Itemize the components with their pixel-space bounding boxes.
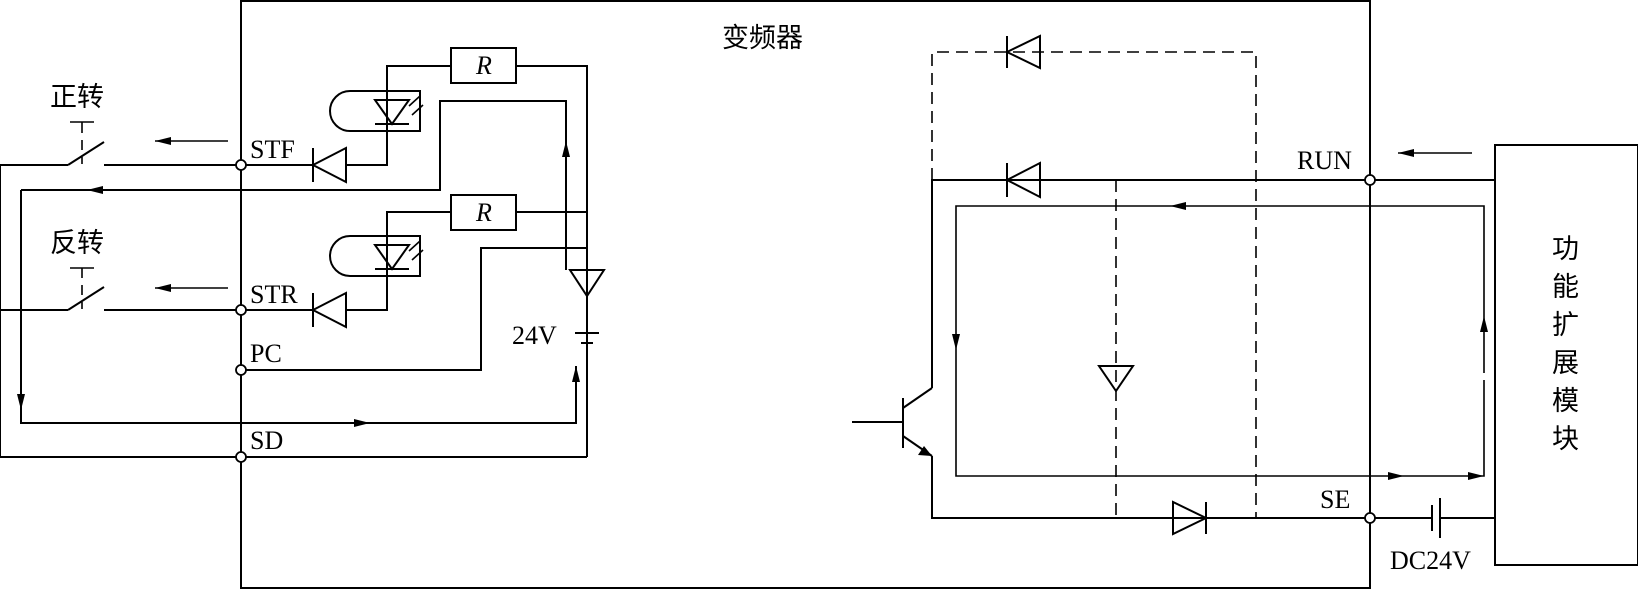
terminal-str-label: STR [250,280,298,309]
internal-supply: 24V [512,269,606,457]
current-arrow-stf [155,137,228,145]
module-char-4: 模 [1552,386,1579,417]
common-rail [0,164,241,458]
stf-input-channel: R [21,47,588,457]
dashed-protection-network [931,34,1257,518]
terminal-sd-label: SD [250,426,283,455]
current-arrow-str [155,284,228,292]
inverter-box [240,0,1371,589]
expansion-module-box [1494,144,1638,566]
forward-switch: 正转 [50,82,241,166]
sd-return-loop [17,190,587,458]
forward-switch-label: 正转 [50,82,104,113]
terminal-se-label: SE [1320,485,1350,514]
module-char-2: 扩 [1552,310,1579,341]
output-transistor [852,387,1376,519]
external-supply-label: DC24V [1390,546,1471,575]
terminal-str [235,304,247,316]
terminal-pc-label: PC [250,339,282,368]
terminal-run [1364,174,1376,186]
reverse-switch-label: 反转 [50,228,104,259]
pc-line [241,247,587,371]
internal-supply-label: 24V [512,321,557,350]
se-line-diode [1172,500,1209,536]
reverse-switch: 反转 [50,228,241,311]
expansion-module: 功 能 扩 展 模 块 [1494,144,1638,566]
output-current-loop [952,202,1488,480]
terminal-run-label: RUN [1297,146,1352,175]
se-external-supply: SE DC24V [1320,485,1495,575]
terminal-sd [235,451,247,463]
run-output-line: RUN [931,146,1495,388]
terminal-pc [235,364,247,376]
terminal-se [1364,512,1376,524]
module-char-1: 能 [1552,272,1579,303]
module-char-0: 功 [1552,234,1579,265]
terminal-stf [235,159,247,171]
module-char-5: 块 [1552,424,1579,455]
resistor-stf-label: R [475,51,492,80]
resistor-str-label: R [475,198,492,227]
terminal-stf-label: STF [250,135,295,164]
inverter-title: 变频器 [722,23,803,54]
module-char-3: 展 [1552,348,1579,379]
str-input-channel: R [241,194,587,329]
